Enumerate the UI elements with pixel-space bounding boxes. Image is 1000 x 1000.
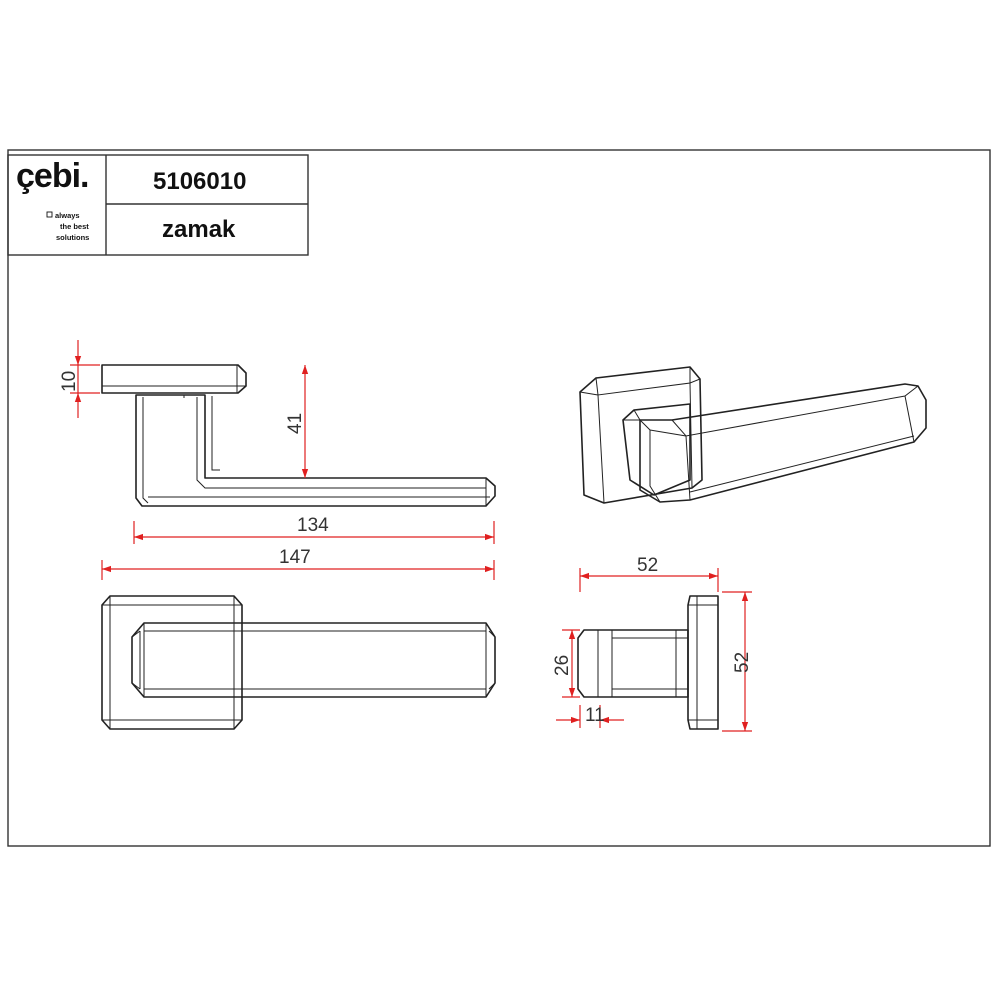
dimension-neck-height: 26 bbox=[552, 629, 580, 698]
brand-tagline-line-3: solutions bbox=[56, 233, 89, 242]
dimension-label-134: 134 bbox=[297, 515, 329, 536]
dimension-label-147: 147 bbox=[279, 547, 311, 568]
dimension-neck-offset: 11 bbox=[556, 705, 624, 728]
front-view bbox=[101, 595, 496, 730]
dimension-label-41: 41 bbox=[285, 413, 306, 434]
dimension-end-view-depth: 52 bbox=[579, 555, 719, 592]
product-code: 5106010 bbox=[153, 168, 246, 195]
dimension-label-10: 10 bbox=[59, 371, 80, 392]
dimension-label-52-right: 52 bbox=[732, 652, 753, 673]
drawing-frame bbox=[7, 149, 991, 847]
dimension-lever-length-total: 147 bbox=[101, 547, 495, 580]
dimension-label-26: 26 bbox=[552, 655, 573, 676]
title-block: çebi. always the best solutions 5106010 … bbox=[7, 154, 309, 256]
isometric-view bbox=[579, 366, 927, 504]
brand-tagline-line-2: the best bbox=[60, 222, 89, 231]
dimension-lever-height: 41 bbox=[285, 365, 309, 478]
tagline-square-icon bbox=[46, 211, 53, 218]
brand-logo: çebi. bbox=[16, 157, 88, 195]
material-name: zamak bbox=[162, 216, 236, 243]
dimension-rose-height: 52 bbox=[722, 591, 753, 732]
dimension-rose-thickness: 10 bbox=[59, 340, 100, 418]
dimension-label-52-top: 52 bbox=[637, 555, 658, 576]
brand-tagline-line-1: always bbox=[55, 211, 80, 220]
side-view bbox=[101, 364, 496, 507]
end-view bbox=[577, 595, 719, 730]
dimension-label-11: 11 bbox=[585, 705, 605, 726]
dimension-lever-length-inner: 134 bbox=[133, 515, 495, 544]
